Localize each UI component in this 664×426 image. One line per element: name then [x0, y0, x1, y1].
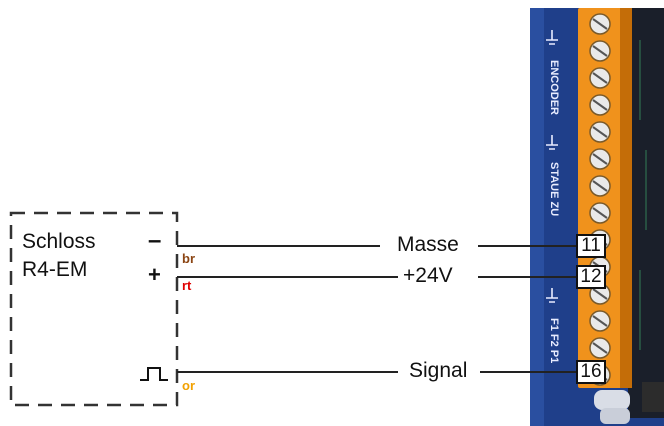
terminal-block-shadow — [620, 8, 632, 388]
terminal-screw-slot — [592, 126, 608, 138]
terminal-screw-slot — [592, 288, 608, 300]
terminal-screw-slot — [592, 315, 608, 327]
pcb-connector — [594, 390, 630, 410]
terminal-16: 16 — [576, 360, 606, 384]
device-name-line2: R4-EM — [22, 258, 88, 281]
terminal-screw-slot — [592, 207, 608, 219]
wire-label-24v: +24V — [403, 264, 453, 287]
pcb-connector-2 — [600, 408, 630, 424]
terminal-screw-slot — [592, 99, 608, 111]
plus-symbol: + — [148, 262, 161, 287]
device-box — [9, 211, 179, 407]
terminal-screw-slot — [592, 45, 608, 57]
device-name-line1: Schloss — [22, 230, 96, 253]
silkscreen-f1f2p1: F1 F2 P1 — [548, 318, 560, 363]
pcb-traces — [639, 40, 647, 350]
silkscreen-staue: STAUE ZU — [548, 162, 560, 216]
wires — [177, 245, 576, 373]
silkscreen-encoder: ENCODER — [548, 60, 560, 115]
pcb-chip — [642, 382, 664, 412]
terminal-screw-slot — [592, 342, 608, 354]
wire-label-signal: Signal — [409, 359, 468, 382]
wire-label-masse: Masse — [397, 233, 459, 256]
pulse-icon — [140, 367, 168, 381]
terminal-11: 11 — [576, 234, 606, 258]
terminal-screws — [589, 13, 611, 386]
terminal-screw-slot — [592, 18, 608, 30]
wire-code-or: or — [182, 378, 195, 393]
ground-symbols — [546, 30, 558, 303]
terminal-screw-slot — [592, 153, 608, 165]
pcb-board — [530, 8, 664, 426]
terminal-screw-slot — [592, 180, 608, 192]
wire-code-br: br — [182, 251, 195, 266]
minus-symbol: – — [148, 227, 162, 254]
terminal-12: 12 — [576, 265, 606, 289]
pcb-edge — [530, 8, 544, 426]
wire-code-rt: rt — [182, 278, 192, 293]
terminal-screw-slot — [592, 72, 608, 84]
